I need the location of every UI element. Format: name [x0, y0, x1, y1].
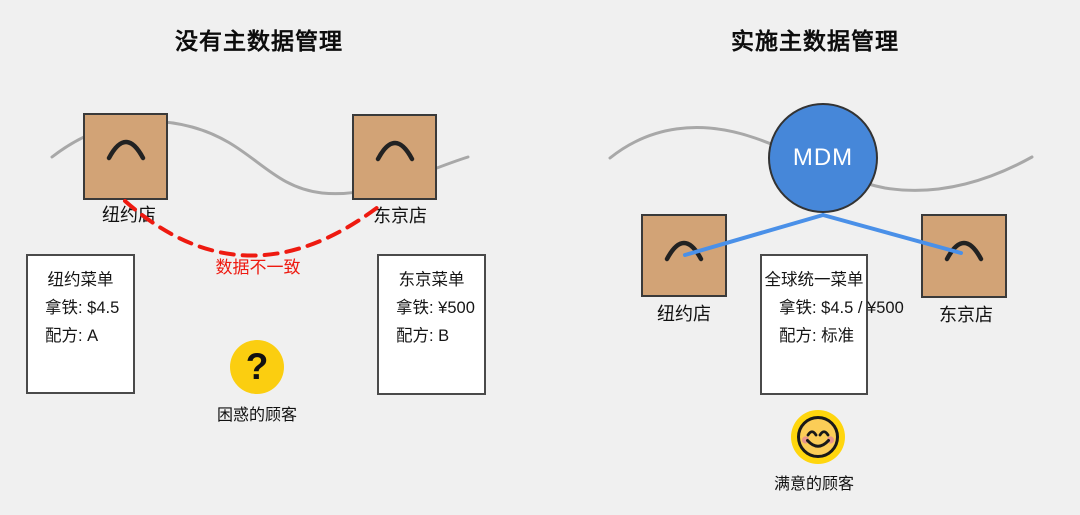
store-ny-left-label: 纽约店 [102, 205, 156, 225]
menu-row-recipe: 配方: A [45, 327, 99, 345]
menu-row-price: 拿铁: $4.5 / ¥500 [779, 299, 904, 317]
menu-card-unified: 全球统一菜单 拿铁: $4.5 / ¥500 配方: 标准 [760, 254, 904, 395]
menu-row-recipe: 配方: B [396, 327, 450, 345]
menu-title: 东京菜单 [398, 271, 465, 289]
left-panel-title: 没有主数据管理 [175, 28, 343, 54]
mdm-label: MDM [792, 144, 854, 171]
confused-customer-icon: ? [230, 340, 284, 394]
store-awning-icon [944, 240, 984, 262]
mdm-hub-circle: MDM [768, 103, 878, 213]
confused-customer-label: 困惑的顾客 [216, 407, 297, 424]
store-tokyo-right-label: 东京店 [939, 305, 993, 325]
right-panel-title: 实施主数据管理 [731, 28, 899, 54]
menu-card-tokyo: 东京菜单 拿铁: ¥500 配方: B [377, 254, 486, 395]
store-tokyo-left-label: 东京店 [373, 206, 427, 226]
store-awning-icon [375, 140, 414, 162]
store-ny-left [83, 113, 168, 200]
menu-title: 纽约菜单 [47, 271, 114, 289]
menu-card-ny: 纽约菜单 拿铁: $4.5 配方: A [26, 254, 135, 394]
store-ny-right [641, 214, 727, 297]
store-tokyo-right [921, 214, 1007, 298]
store-tokyo-left [352, 114, 437, 200]
menu-row-price: 拿铁: $4.5 [45, 299, 120, 317]
menu-row-price: 拿铁: ¥500 [396, 299, 475, 317]
smiley-face-icon [791, 410, 845, 464]
store-ny-right-label: 纽约店 [657, 304, 711, 324]
satisfied-customer-icon [790, 409, 846, 470]
question-mark: ? [245, 346, 269, 387]
satisfied-customer-label: 满意的顾客 [773, 476, 854, 493]
store-awning-icon [664, 240, 704, 262]
menu-row-recipe: 配方: 标准 [779, 327, 855, 345]
store-awning-icon [106, 139, 145, 161]
data-inconsistency-label: 数据不一致 [215, 258, 301, 277]
menu-title: 全球统一菜单 [764, 271, 864, 289]
